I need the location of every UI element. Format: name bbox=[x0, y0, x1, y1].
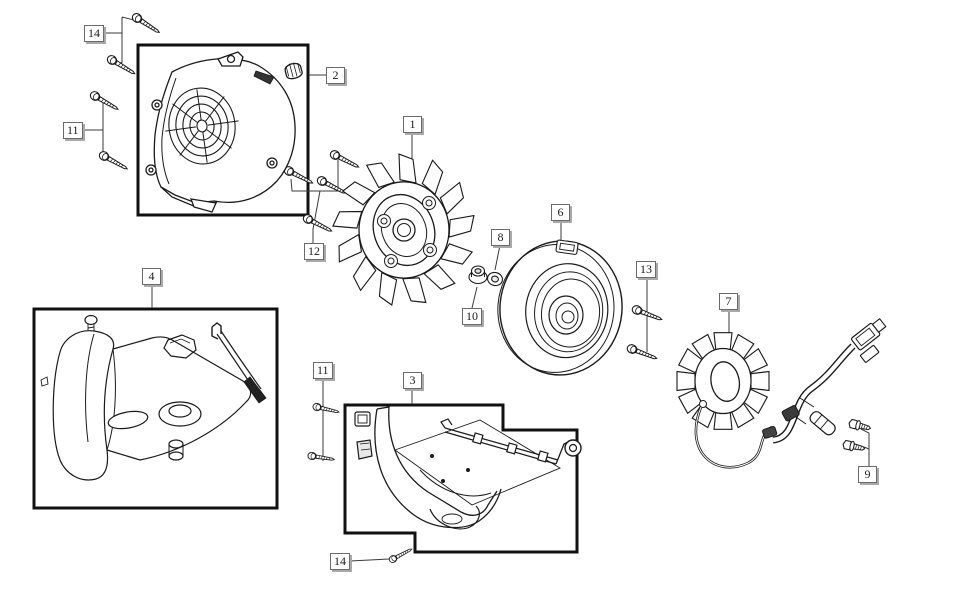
callout-13[interactable]: 13 bbox=[636, 261, 656, 278]
bolt-9a bbox=[847, 417, 873, 434]
baffle-group-box bbox=[343, 403, 579, 554]
screw-13b bbox=[625, 342, 659, 363]
callout-7[interactable]: 7 bbox=[719, 293, 738, 310]
callout-9[interactable]: 9 bbox=[858, 466, 877, 483]
screw-12c bbox=[328, 148, 362, 172]
callout-11-left[interactable]: 11 bbox=[63, 122, 83, 139]
callout-2[interactable]: 2 bbox=[326, 67, 345, 84]
small-connector-drawing bbox=[781, 405, 800, 422]
baffle-drawing bbox=[354, 406, 582, 530]
callout-1[interactable]: 1 bbox=[403, 116, 422, 133]
callout-4[interactable]: 4 bbox=[142, 268, 161, 285]
cover-clip-detail bbox=[253, 70, 275, 85]
screw-12b bbox=[315, 174, 349, 198]
flywheel-drawing bbox=[332, 153, 477, 308]
flange-nut-drawing bbox=[468, 265, 488, 285]
screw-14b bbox=[105, 53, 138, 78]
wire-connector-drawing bbox=[851, 317, 887, 363]
screw-14a bbox=[130, 11, 163, 37]
shroud-group-box bbox=[32, 307, 279, 510]
callout-14-bottom[interactable]: 14 bbox=[330, 553, 350, 570]
callout-14-top[interactable]: 14 bbox=[84, 25, 104, 42]
fan-cover-group-box bbox=[136, 43, 310, 217]
callout-8[interactable]: 8 bbox=[491, 229, 510, 246]
screw-14c bbox=[387, 545, 414, 565]
screw-12a bbox=[282, 164, 316, 188]
screw-12d bbox=[301, 212, 335, 236]
shroud-drawing bbox=[40, 314, 267, 481]
callout-11-bottom[interactable]: 11 bbox=[313, 362, 333, 379]
screw-11a bbox=[88, 89, 121, 114]
washer-drawing bbox=[487, 271, 503, 287]
callout-6[interactable]: 6 bbox=[551, 204, 570, 221]
callout-12[interactable]: 12 bbox=[304, 243, 324, 260]
fan-cover-drawing bbox=[145, 51, 303, 213]
callout-10[interactable]: 10 bbox=[462, 308, 482, 325]
bullet-terminal-drawing bbox=[809, 411, 836, 436]
driven-wheel-drawing bbox=[497, 239, 623, 376]
screw-11b bbox=[97, 149, 130, 174]
screw-11c bbox=[311, 402, 341, 417]
callout-3[interactable]: 3 bbox=[403, 372, 422, 389]
screw-11d bbox=[306, 451, 336, 464]
stator-drawing bbox=[676, 317, 887, 469]
bolt-9b bbox=[841, 438, 867, 454]
plug-cap-drawing bbox=[284, 62, 303, 80]
